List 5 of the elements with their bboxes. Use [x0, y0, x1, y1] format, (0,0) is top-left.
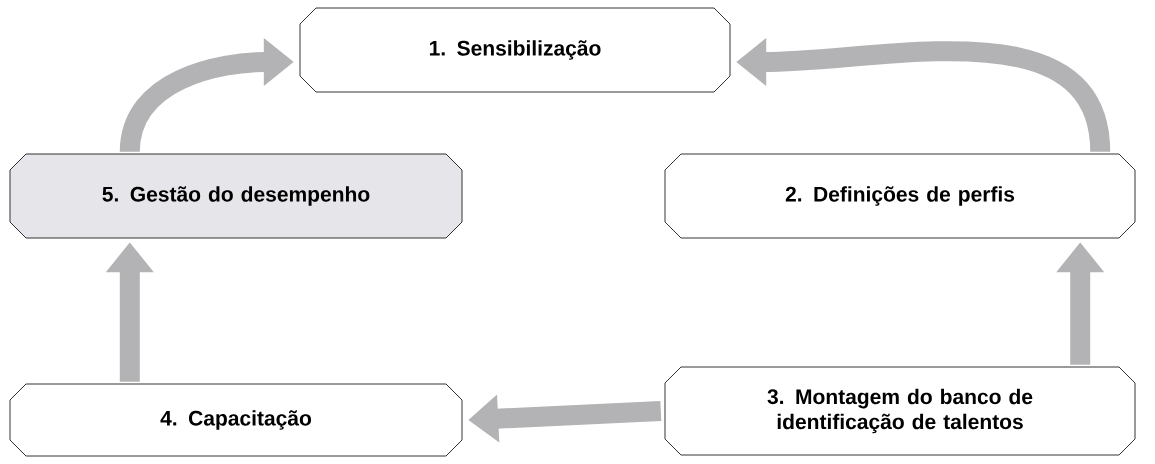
- step-box: 5. Gestão do desempenho: [9, 153, 463, 239]
- step-box: 3. Montagem do banco de identificação de talentos: [664, 366, 1136, 456]
- step-box: 1. Sensibilização: [299, 7, 731, 93]
- step-box: 4. Capacitação: [9, 383, 463, 457]
- step-box: 2. Definições de perfis: [664, 153, 1136, 239]
